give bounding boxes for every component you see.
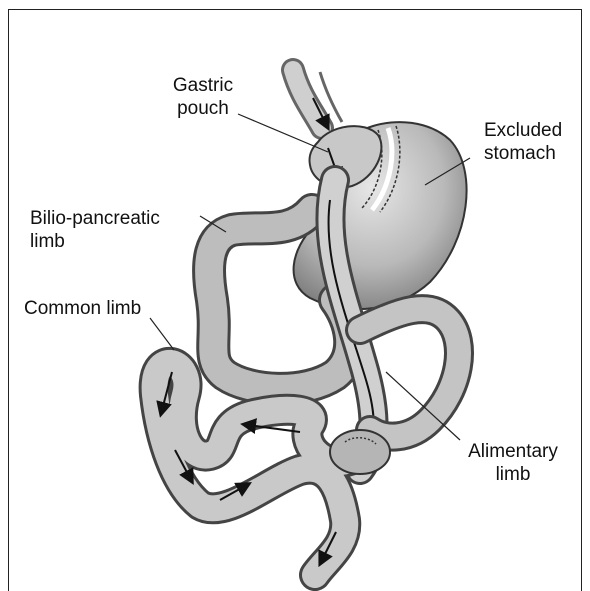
label-common-limb: Common limb — [24, 297, 141, 320]
label-alimentary-limb: Alimentary limb — [458, 440, 568, 486]
label-gastric-pouch: Gastric pouch — [158, 74, 248, 120]
jejunojejunostomy — [330, 430, 390, 474]
label-bilio-pancreatic-limb: Bilio-pancreatic limb — [30, 207, 160, 253]
label-excluded-stomach: Excluded stomach — [484, 119, 562, 165]
common-limb-leader — [150, 318, 174, 350]
esophagus — [293, 70, 342, 128]
